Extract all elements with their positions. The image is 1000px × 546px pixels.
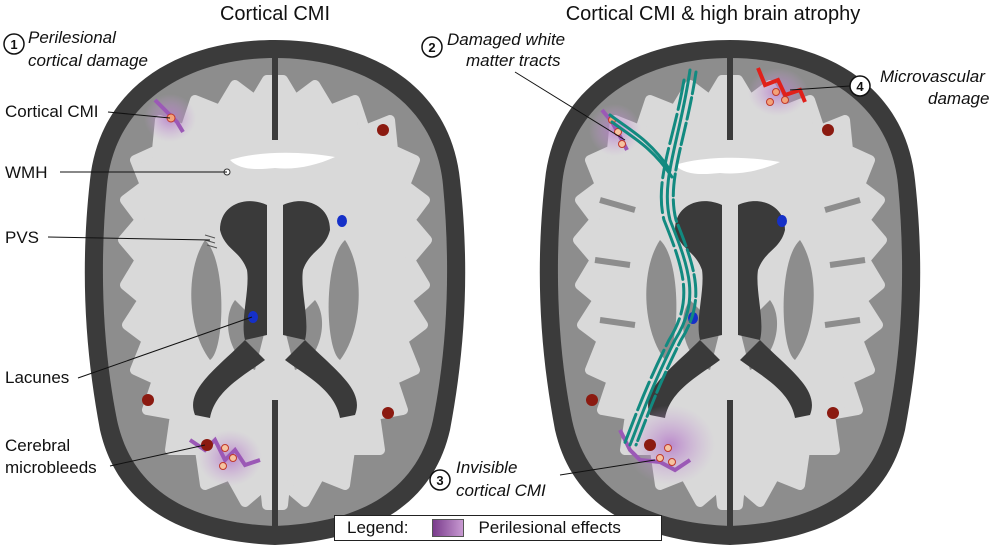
invisible-label: Invisible <box>456 458 517 477</box>
number-2: 2 <box>428 40 435 55</box>
perilesional-label: Perilesional <box>28 28 117 47</box>
perilesional-swatch <box>432 519 465 537</box>
tracts-label-2: matter tracts <box>466 51 561 70</box>
wmh-label: WMH <box>5 163 47 182</box>
microvascular-label-2: damage <box>928 89 989 108</box>
cortical-cmi-label: Cortical CMI <box>5 102 99 121</box>
annotation-3: 3 Invisible cortical CMI <box>429 458 656 500</box>
lacunes-label: Lacunes <box>5 368 69 387</box>
legend: Legend: Perilesional effects <box>334 515 662 541</box>
annotation-4: 4 Microvascular damage <box>789 67 989 108</box>
invisible-label-2: cortical CMI <box>456 481 546 500</box>
right-title: Cortical CMI & high brain atrophy <box>566 3 861 25</box>
legend-label: Legend: <box>347 518 409 537</box>
perilesional-label-2: cortical damage <box>28 51 148 70</box>
legend-item-label: Perilesional effects <box>478 518 621 537</box>
annotation-2: 2 Damaged white matter tracts <box>421 30 626 141</box>
pvs-label: PVS <box>5 228 39 247</box>
number-3: 3 <box>436 473 443 488</box>
left-title: Cortical CMI <box>220 3 330 25</box>
left-brain <box>85 40 465 545</box>
microbleeds-label: Cerebral <box>5 436 70 455</box>
microbleeds-label-2: microbleeds <box>5 458 97 477</box>
right-brain <box>540 40 920 545</box>
annotation-1: 1 Perilesional cortical damage <box>3 28 148 70</box>
number-4: 4 <box>856 79 864 94</box>
number-1: 1 <box>10 37 17 52</box>
microvascular-label: Microvascular <box>880 67 986 86</box>
tracts-label: Damaged white <box>447 30 565 49</box>
